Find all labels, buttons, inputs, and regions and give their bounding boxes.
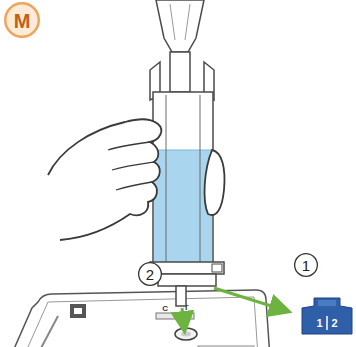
finger-line [112, 162, 154, 170]
syringe-cap [302, 298, 352, 334]
logo-mark [40, 316, 58, 347]
step-letter: M [14, 11, 31, 31]
step-badge: M [4, 2, 40, 38]
barrel-rib [200, 95, 201, 262]
plunger-detail [185, 4, 190, 40]
callout-circle: 2 [138, 262, 162, 286]
qr-code [70, 304, 86, 318]
cassette-rim [24, 297, 258, 347]
barrel-rib [166, 95, 167, 262]
finger-line [116, 182, 152, 190]
syringe-cap: 12 [300, 296, 354, 336]
callout-circle: 1 [294, 253, 318, 277]
connector-tab [212, 264, 222, 272]
sample-well-center [181, 332, 191, 337]
liquid [154, 150, 212, 263]
callout-number: 1 [302, 258, 310, 273]
finger-line [108, 142, 150, 150]
syringe-barrel [153, 92, 213, 264]
liquid-level [154, 150, 212, 151]
result-window [156, 313, 194, 319]
qr-code-detail [74, 308, 82, 314]
sample-well [175, 328, 197, 340]
callout-circle [295, 254, 318, 277]
test-cassette [10, 290, 270, 347]
thumb [205, 150, 225, 215]
plunger-head [156, 0, 204, 52]
test-cassette-outline [8, 288, 270, 347]
cap-divider [326, 316, 328, 330]
callout-number: 2 [146, 267, 154, 282]
step-badge [5, 3, 39, 37]
move-arrow [182, 308, 184, 326]
plunger-rod [170, 52, 190, 92]
syringe-connector [158, 274, 216, 286]
label-area [198, 346, 254, 347]
test-cassette: CT [8, 288, 270, 347]
syringe-cap-outline [300, 296, 354, 336]
cap-number: 2 [331, 318, 337, 329]
syringe-tip [176, 286, 186, 306]
cap-top [318, 300, 336, 306]
cap-number: 1 [316, 318, 322, 329]
callout-circle [139, 263, 162, 286]
control-mark: C [162, 305, 168, 313]
hand [48, 119, 161, 240]
plunger-detail [170, 4, 175, 40]
